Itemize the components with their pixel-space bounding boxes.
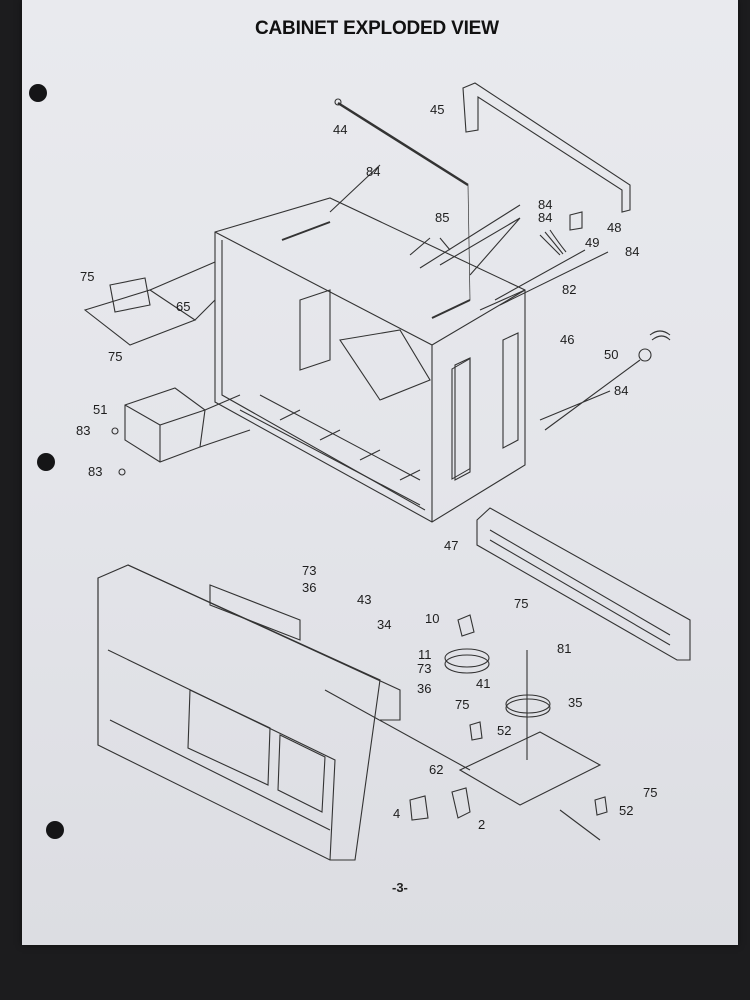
callout-label: 84 [538,197,553,212]
punch-hole [37,453,55,471]
callout-label: 73 [302,563,317,578]
callout-label: 84 [614,383,629,398]
callout-label: 10 [425,611,440,626]
punch-hole [46,821,64,839]
callout-label: 36 [302,580,317,595]
punch-hole [29,84,47,102]
antenna-rod [337,101,469,187]
callout-label: 84 [625,244,640,259]
dial-35 [505,694,551,714]
callout-label: 83 [76,423,91,438]
page-number: -3- [392,880,408,895]
callout-label: 81 [557,641,572,656]
antenna-tip [334,98,342,106]
chassis-47 [476,507,691,661]
manual-page [22,0,738,945]
callout-label: 47 [444,538,459,553]
pcb-62 [458,731,602,806]
transformer-51 [124,387,206,463]
callout-label: 75 [455,697,470,712]
callout-label: 65 [176,299,191,314]
callout-label: 34 [377,617,392,632]
callout-label: 35 [568,695,583,710]
callout-label: 85 [435,210,450,225]
callout-label: 75 [108,349,123,364]
callout-label: 49 [585,235,600,250]
callout-label: 75 [80,269,95,284]
cabinet-body [214,197,526,523]
callout-label: 73 [417,661,432,676]
callout-label: 46 [560,332,575,347]
callout-label: 48 [607,220,622,235]
callout-label: 51 [93,402,108,417]
callout-label: 84 [366,164,381,179]
callout-label: 41 [476,676,491,691]
front-panel [97,564,381,861]
gear-11 [444,648,490,668]
callout-label: 45 [430,102,445,117]
callout-label: 43 [357,592,372,607]
callout-label: 83 [88,464,103,479]
callout-label: 75 [514,596,529,611]
callout-label: 75 [643,785,658,800]
pulley-10 [457,614,475,637]
callout-label: 84 [538,210,553,225]
page-title: CABINET EXPLODED VIEW [255,18,499,39]
callout-label: 4 [393,806,401,821]
callout-label: 2 [478,817,486,832]
callout-label: 11 [418,647,432,662]
spring-washer [638,348,652,362]
callout-label: 50 [604,347,619,362]
callout-label: 36 [417,681,432,696]
callout-label: 44 [333,122,348,137]
callout-label: 52 [619,803,634,818]
handle [462,82,631,213]
callout-label: 82 [562,282,577,297]
callout-label: 62 [429,762,444,777]
callout-label: 52 [497,723,512,738]
